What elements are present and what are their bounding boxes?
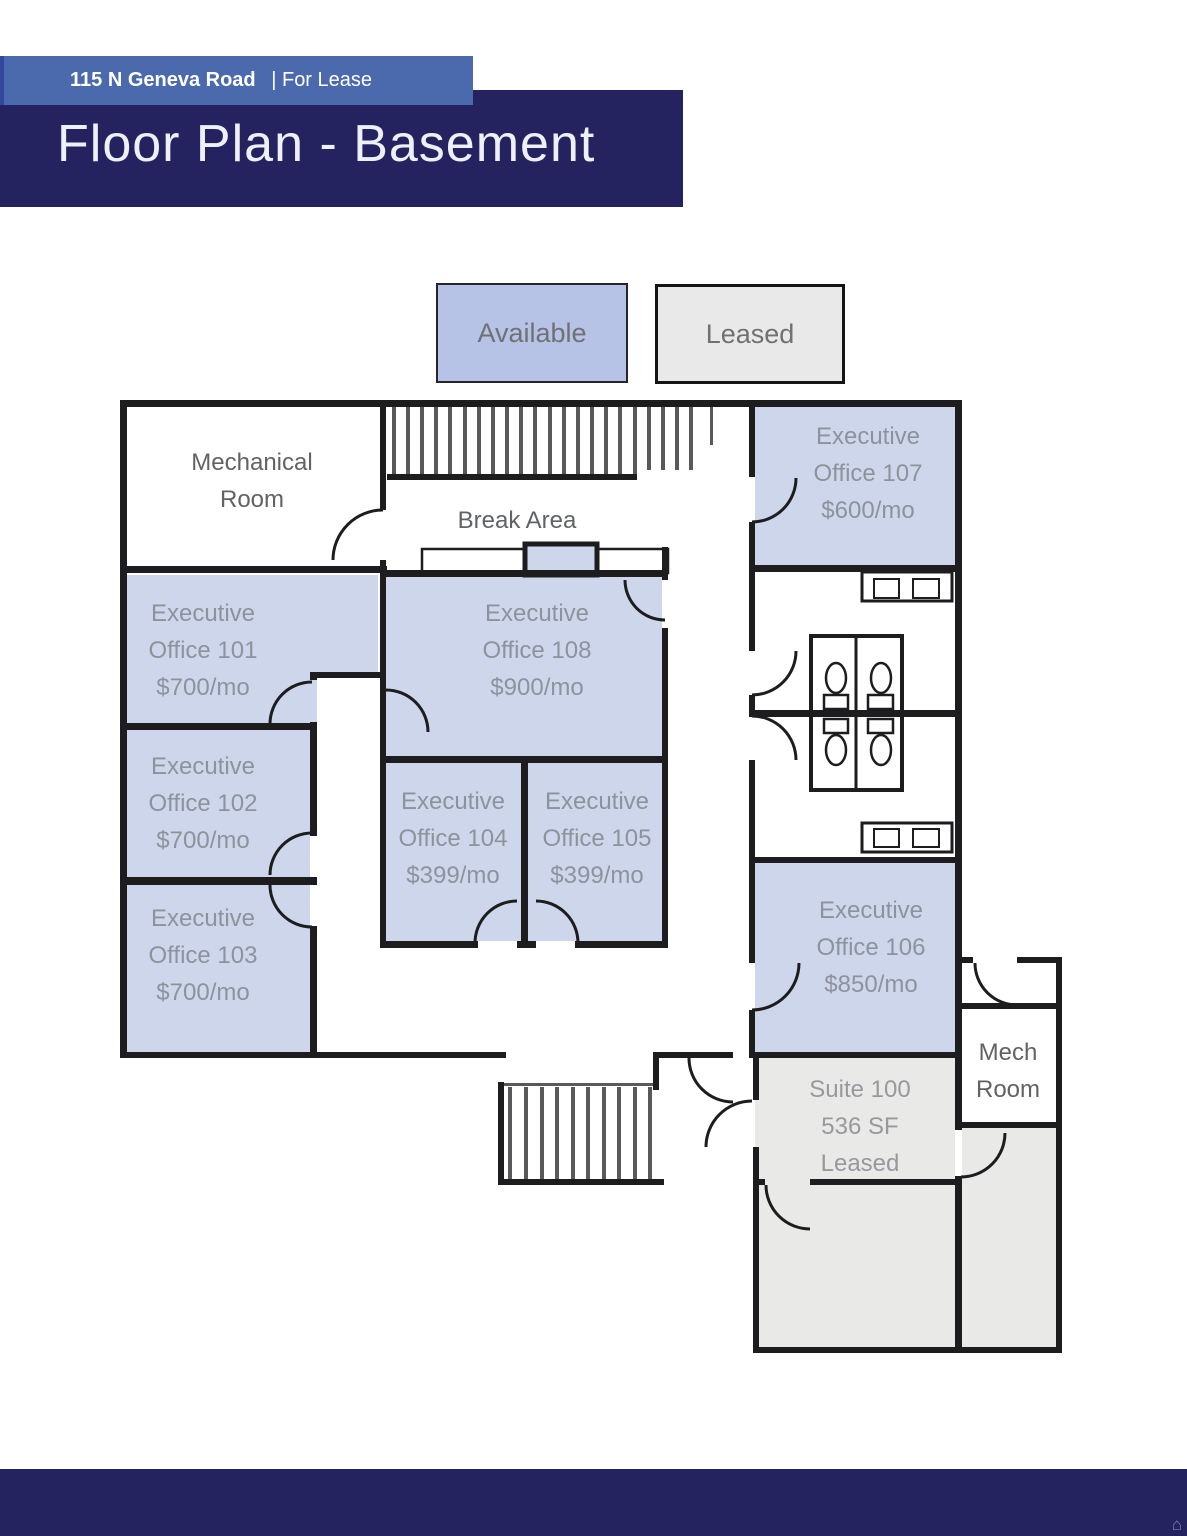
- banner-edge-stripe: [0, 56, 4, 105]
- toilet-stalls-icon: [809, 711, 904, 792]
- for-lease-tag: | For Lease: [271, 69, 373, 91]
- page-title: Floor Plan - Basement: [57, 115, 596, 173]
- door-arcs: [268, 477, 1018, 1231]
- office-106-label: Executive Office 106 $850/mo: [816, 897, 926, 998]
- mech-room-label: Mech Room: [975, 1039, 1041, 1103]
- footer-bar: ⌂: [0, 1469, 1187, 1536]
- walls: [120, 400, 1062, 1353]
- office-102-label: Executive Office 102 $700/mo: [148, 753, 258, 854]
- break-area-label: Break Area: [457, 507, 577, 534]
- office-104-label: Executive Office 104 $399/mo: [398, 788, 508, 889]
- address-text: 115 N Geneva Road | For Lease: [0, 69, 372, 92]
- office-107-label: Executive Office 107 $600/mo: [813, 423, 923, 524]
- title-banner: Floor Plan - Basement: [0, 90, 683, 207]
- stairs-bottom: [504, 1083, 656, 1179]
- equal-housing-icon: ⌂: [1171, 1515, 1182, 1534]
- street-address: 115 N Geneva Road: [70, 69, 256, 91]
- mechanical-room-label: Mechanical Room: [191, 449, 313, 513]
- legend-available-label: Available: [477, 317, 587, 348]
- legend-leased-label: Leased: [705, 318, 795, 349]
- stairs-top: [387, 403, 713, 474]
- office-103-label: Executive Office 103 $700/mo: [148, 905, 258, 1006]
- office-105-label: Executive Office 105 $399/mo: [542, 788, 652, 889]
- suite-100-label: Suite 100 536 SF Leased: [809, 1076, 911, 1177]
- sink-counter-icon: [860, 821, 954, 854]
- address-banner: 115 N Geneva Road | For Lease: [0, 56, 473, 105]
- legend-leased: Leased: [655, 284, 845, 384]
- office-108-label: Executive Office 108 $900/mo: [482, 600, 592, 701]
- sink-counter-icon: [860, 570, 954, 603]
- room-fills: [123, 407, 1056, 1350]
- legend-available: Available: [436, 283, 628, 383]
- office-101-label: Executive Office 101 $700/mo: [148, 600, 258, 701]
- toilet-stalls-icon: [809, 634, 904, 714]
